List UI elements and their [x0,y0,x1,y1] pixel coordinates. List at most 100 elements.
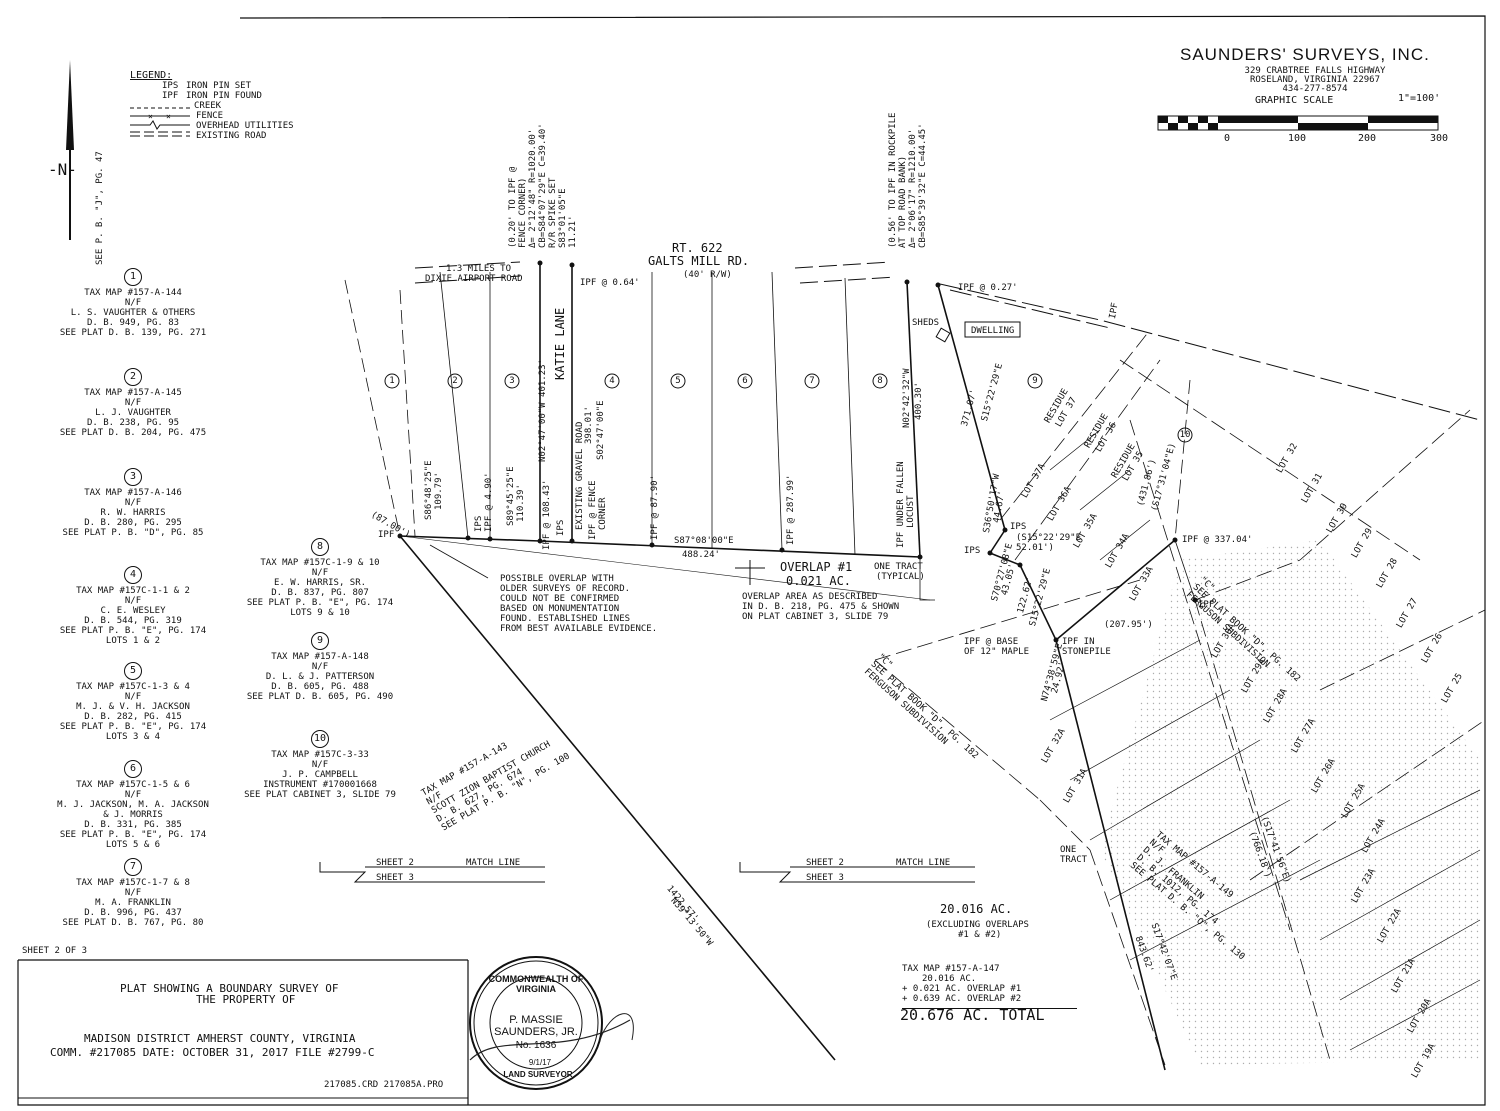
tract-number: 3 [509,376,515,386]
tract-number: 1 [389,376,395,386]
owner-line: N/F [124,790,142,800]
dixie-distance: 1.3 MILES TO [446,264,512,274]
owner-line: M. J. JACKSON, M. A. JACKSON [57,800,209,810]
graphic-scale-bar [1157,115,1439,131]
owner-number: 9 [311,632,329,650]
bearing-s87-len: 488.24' [682,550,720,560]
curve-note-line: AT TOP ROAD BANK) [898,155,908,248]
bearing-n02-b: N02°42'32"W [902,368,912,428]
ipf-490: IPF @ 4.90' [484,472,494,532]
curve-note-line: FENCE CORNER) [518,177,528,248]
owner-line: D. B. 544, PG. 319 [84,616,182,626]
owner-line: SEE PLAT P. B. "E", PG. 174 [246,598,394,608]
seal-date: 9/1/17 [528,1058,552,1067]
legend-road: EXISTING ROAD [196,131,267,141]
owner-line: SEE PLAT CABINET 3, SLIDE 79 [244,790,396,800]
ipf-stone: IPF IN [1062,637,1095,647]
tract-number: 6 [742,376,748,386]
scale-ratio: 1"=100' [1398,93,1441,104]
owner-line: J. P. CAMPBELL [282,770,358,780]
seal-name2: SAUNDERS, JR. [494,1026,578,1038]
ipf-10843: IPF @ 108.43' [542,479,552,550]
tract-number: 9 [1032,376,1038,386]
bearing-n02-a: N02°47'00"W 401.23' [538,359,548,462]
acreage-main: 20.016 AC. [940,902,1013,916]
curve-note-line: Δ= 2°06'17" R=1210.00' [908,128,918,248]
ipf-corner: CORNER [598,497,608,530]
owner-line: D. B. 996, PG. 437 [84,908,182,918]
monuments [397,260,1198,643]
north-see-plat: SEE P. B. "J", PG. 47 [95,151,105,265]
seal-ring-bottom: LAND SURVEYOR [503,1070,573,1079]
bearing-s02: S02°47'00"E [596,400,606,460]
owner-number: 2 [124,368,142,386]
owner-line: TAX MAP #157-A-146 [84,488,182,498]
graphic-scale-label: GRAPHIC SCALE [1255,95,1334,106]
owner-line: D. B. 280, PG. 295 [84,518,182,528]
tract-number: 8 [877,376,883,386]
owner-line: SEE PLAT D. B. 139, PG. 271 [59,328,207,338]
scale-tick-300: 300 [1430,133,1449,144]
owner-number: 1 [124,268,142,286]
seal-name1: P. MASSIE [509,1014,563,1026]
owner-line: SEE PLAT D. B. 605, PG. 490 [246,692,394,702]
road-rw: (40' R/W) [683,270,732,280]
owner-line: D. B. 331, PG. 385 [84,820,182,830]
tract-number: 4 [609,376,615,386]
owner-line: R. W. HARRIS [100,508,166,518]
match-sheet3-left: SHEET 3 [376,873,414,883]
owner-number: 6 [124,760,142,778]
curve-note-line: CB=S84°07'29"E C=39.40' [538,123,548,248]
katie-lane: KATIE LANE [553,307,567,380]
ips-label-1: IPS [474,515,484,532]
title-line1: PLAT SHOWING A BOUNDARY SURVEY OF [120,982,339,995]
ipf-027: IPF @ 0.27' [958,283,1018,293]
svg-text:×: × [148,112,153,121]
one-tract-2-b: TRACT [1060,855,1088,865]
owner-number: 3 [124,468,142,486]
ipf-8790: IPF @ 87.90' [650,474,660,540]
match-line-right: MATCH LINE [896,858,951,868]
owner-line: TAX MAP #157-A-145 [84,388,182,398]
seal-no: No. 1636 [515,1040,557,1051]
possible-overlap-line: FOUND. ESTABLISHED LINES [500,614,631,624]
dwelling-label: DWELLING [971,326,1015,336]
match-line-left: MATCH LINE [466,858,521,868]
bearing-s86-len: 109.79' [434,472,444,510]
tract-number: 5 [675,376,681,386]
curve-note-line: R/R SPIKE SET [548,177,558,248]
owner-line: SEE PLAT D. B. 204, PG. 475 [59,428,207,438]
legend-text: IRON PIN SET [186,81,252,91]
acreage-excl: (EXCLUDING OVERLAPS [926,920,1029,930]
owner-number: 8 [311,538,329,556]
owner-line: LOTS 5 & 6 [105,840,161,850]
overlap-note-line: ON PLAT CABINET 3, SLIDE 79 [742,612,889,622]
owner-line: TAX MAP #157C-3-33 [271,750,369,760]
owner-line: N/F [311,760,329,770]
owner-line: D. L. & J. PATTERSON [265,672,375,682]
ipf-maple2: OF 12" MAPLE [964,647,1030,657]
title-comm: COMM. #217085 DATE: OCTOBER 31, 2017 FIL… [50,1046,375,1059]
scale-tick-0: 0 [1224,133,1231,144]
seal-ring-top: COMMONWEALTH OF VIRGINIA [488,974,584,994]
tract-number: 7 [809,376,815,386]
legend-creek: CREEK [194,101,222,111]
owner-line: TAX MAP #157C-1-5 & 6 [76,780,190,790]
ipf-locust: LOCUST [906,495,916,528]
ipf-corner-label: IPF [378,530,395,540]
legend-overhead: OVERHEAD UTILITIES [196,121,294,131]
title-line2: THE PROPERTY OF [196,993,296,1006]
legend-text: IRON PIN FOUND [186,91,262,101]
owner-line: N/F [124,298,142,308]
curve-note-line: 11.21' [568,215,578,248]
acreage-excl2: #1 & #2) [958,930,1002,940]
